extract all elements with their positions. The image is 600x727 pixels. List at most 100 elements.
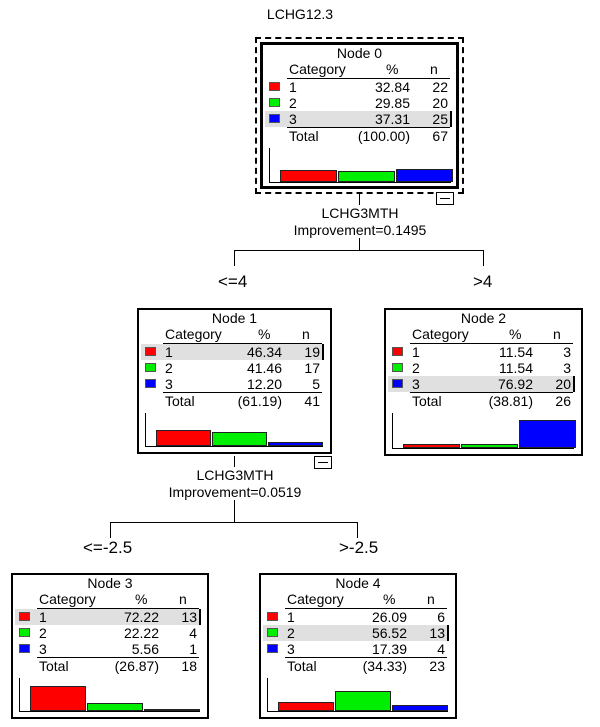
collapse-node-1-button[interactable] <box>314 456 332 469</box>
category-swatch <box>145 363 156 372</box>
connector-node3-drop <box>110 522 111 538</box>
row-highlight-marker <box>199 609 201 625</box>
connector-node4-drop <box>357 522 358 538</box>
histogram-bar-category-1 <box>403 444 460 448</box>
category-n: 20 <box>555 376 571 392</box>
split-1-variable: LCHG3MTH <box>196 467 274 483</box>
header-category: Category <box>412 326 469 342</box>
histogram-bar-category-3 <box>396 169 453 182</box>
header-category: Category <box>287 591 344 607</box>
header-separator <box>410 343 573 344</box>
category-label: 1 <box>412 344 420 360</box>
category-swatch <box>145 379 156 388</box>
header-n: n <box>553 326 561 342</box>
total-label: Total <box>412 393 442 409</box>
category-percent: 56.52 <box>371 625 407 641</box>
category-label: 3 <box>412 376 420 392</box>
histogram-bar-category-1 <box>30 686 86 711</box>
row-highlight-marker <box>447 625 449 641</box>
header-separator <box>37 608 199 609</box>
total-label: Total <box>165 393 195 409</box>
table-header-row: Category% n <box>13 591 207 607</box>
category-swatch <box>269 98 280 107</box>
total-n: 67 <box>432 128 448 144</box>
category-row: 3 76.92 20 <box>388 376 573 392</box>
header-separator <box>287 78 450 79</box>
category-swatch <box>19 612 30 621</box>
total-n: 18 <box>181 658 197 674</box>
header-n: n <box>430 61 438 77</box>
category-swatch <box>19 644 30 653</box>
category-n: 3 <box>563 360 571 376</box>
collapse-node-0-button[interactable] <box>436 192 454 205</box>
header-percent: % <box>386 61 399 77</box>
category-percent: 76.92 <box>497 376 533 392</box>
header-percent: % <box>135 591 148 607</box>
table-header-row: Category%n <box>386 326 581 342</box>
connector-node1-branch <box>110 522 358 523</box>
histogram-bar-category-1 <box>280 170 337 182</box>
category-label: 3 <box>39 641 47 657</box>
header-percent: % <box>258 326 271 342</box>
total-n: 23 <box>429 658 445 674</box>
histogram-bar-category-3 <box>392 705 448 711</box>
total-separator <box>37 657 199 658</box>
category-label: 2 <box>412 360 420 376</box>
histogram-axis <box>269 148 453 183</box>
category-label: 1 <box>39 609 47 625</box>
total-label: Total <box>289 128 319 144</box>
header-n: n <box>179 591 187 607</box>
category-swatch <box>267 612 278 621</box>
category-percent: 72.22 <box>123 609 159 625</box>
table-header-row: Category%n <box>139 326 330 342</box>
category-percent: 32.84 <box>374 79 410 95</box>
header-category: Category <box>39 591 96 607</box>
category-swatch <box>392 379 403 388</box>
category-n: 22 <box>432 79 448 95</box>
split-0-right-condition: >4 <box>473 272 493 291</box>
split-0-variable: LCHG3MTH <box>321 205 399 221</box>
category-percent: 12.20 <box>246 376 282 392</box>
category-swatch <box>145 347 156 356</box>
histogram-bar-category-3 <box>144 709 200 711</box>
total-n: 26 <box>555 393 571 409</box>
category-percent: 17.39 <box>371 641 407 657</box>
category-percent: 5.56 <box>131 641 159 657</box>
category-label: 1 <box>287 609 295 625</box>
category-percent: 26.09 <box>371 609 407 625</box>
category-label: 1 <box>289 79 297 95</box>
category-swatch <box>392 363 403 372</box>
category-label: 2 <box>165 360 173 376</box>
histogram-bar-category-2 <box>461 444 518 448</box>
category-n: 5 <box>312 376 320 392</box>
node-title: Node 0 <box>336 45 383 61</box>
total-row: Total(26.87)18 <box>15 658 199 674</box>
category-swatch <box>267 628 278 637</box>
row-highlight-marker <box>322 344 324 360</box>
category-percent: 29.85 <box>374 95 410 111</box>
category-n: 3 <box>563 344 571 360</box>
node-title: Node 4 <box>335 575 381 591</box>
total-percent: (100.00) <box>357 128 410 144</box>
category-percent: 46.34 <box>246 344 282 360</box>
header-category: Category <box>165 326 222 342</box>
connector-root-stem-2 <box>359 238 360 250</box>
category-row: 1 32.84 22 <box>265 79 450 95</box>
connector-root-branch <box>234 250 484 251</box>
category-label: 2 <box>39 625 47 641</box>
category-label: 3 <box>287 641 295 657</box>
table-header-row: Category%n <box>261 591 455 607</box>
node-title: Node 3 <box>87 575 133 591</box>
category-n: 13 <box>429 625 445 641</box>
node-title: Node 2 <box>460 310 507 326</box>
